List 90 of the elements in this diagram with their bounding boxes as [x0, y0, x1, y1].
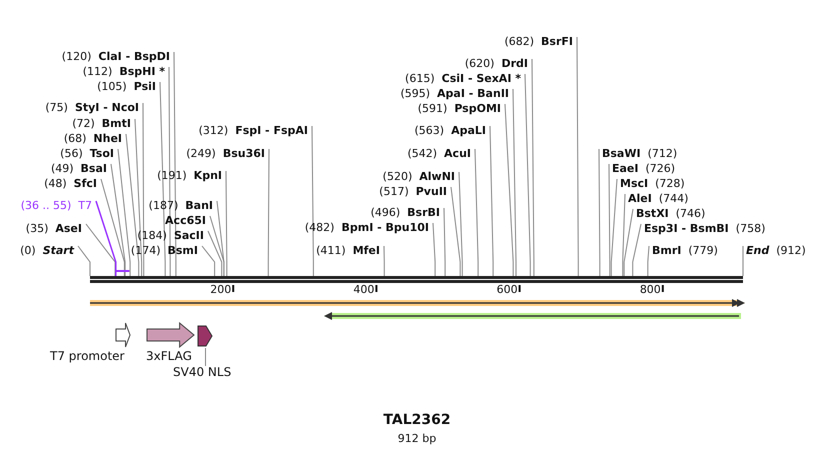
- restriction-site-label: (482) BpmI - Bpu10I: [304, 221, 429, 234]
- leader-line: [118, 148, 131, 276]
- tick-label: 600: [496, 283, 518, 296]
- leader-line: [576, 36, 579, 276]
- leader-line: [226, 170, 228, 276]
- restriction-site-label: (620) DrdI: [464, 57, 528, 70]
- restriction-site-label: (68) NheI: [64, 132, 122, 145]
- leader-line: [312, 126, 314, 276]
- leader-line: [608, 164, 610, 276]
- restriction-site-label: (105) PsiI: [97, 80, 156, 93]
- restriction-site-label: Acc65I: [165, 214, 206, 227]
- leader-line: [205, 348, 206, 366]
- leader-line: [432, 222, 436, 276]
- restriction-site-label: (49) BsaI: [50, 162, 107, 175]
- restriction-site-label: (411) MfeI: [316, 244, 380, 257]
- leader-line: [490, 126, 494, 276]
- leader-line: [474, 148, 479, 276]
- leader-line: [268, 148, 270, 276]
- leader-line: [100, 178, 125, 276]
- caption: 912 bp: [398, 432, 436, 445]
- leader-line: [384, 246, 385, 276]
- title: TAL2362: [383, 414, 451, 427]
- leader-line: [208, 230, 222, 276]
- leader-line: [610, 178, 618, 276]
- leader-line: [110, 164, 126, 276]
- leader-line: [168, 66, 171, 276]
- restriction-site-label: (187) BanI: [148, 199, 213, 212]
- restriction-site-label: (249) Bsu36I: [186, 147, 265, 160]
- sequence-end-label: (0) Start: [20, 244, 74, 257]
- tick-label: 800: [640, 283, 661, 296]
- restriction-site-label: BmrI (779): [652, 244, 718, 257]
- leader-line: [458, 172, 463, 276]
- feature-label: SV40 NLS: [173, 366, 232, 379]
- restriction-site-label: (595) ApaI - BanII: [400, 87, 509, 100]
- feature-annotation: T7 promoter: [48, 322, 132, 366]
- leader-line: [512, 88, 516, 276]
- restriction-site-label: (48) SfcI: [44, 177, 97, 190]
- leader-line: [624, 208, 634, 276]
- restriction-site-label: (120) ClaI - BspDI: [62, 50, 170, 63]
- sequence-feature: [197, 324, 214, 348]
- sequence-feature: [88, 298, 747, 308]
- restriction-site-label: (35) AseI: [26, 222, 82, 235]
- restriction-site-label: (174) BsmI: [130, 244, 198, 257]
- restriction-site-label: (56) TsoI: [60, 147, 114, 160]
- dna-backbone: [90, 276, 743, 283]
- restriction-site-label: (184) SacII: [137, 229, 204, 242]
- leader-line: [142, 102, 144, 276]
- restriction-site-label: (615) CsiI - SexAI *: [405, 72, 521, 85]
- leader-line: [532, 58, 534, 276]
- leader-line: [216, 200, 224, 276]
- restriction-site-label: (75) StyI - NcoI: [45, 101, 139, 114]
- leader-line: [78, 246, 90, 276]
- restriction-site-label: Esp3I - BsmBI (758): [644, 222, 766, 235]
- feature-label: (36 .. 55) T7: [20, 199, 92, 212]
- restriction-site-label: (682) BsrFI: [504, 35, 573, 48]
- restriction-site-label: AleI (744): [628, 192, 688, 205]
- restriction-site-label: BstXI (746): [636, 207, 706, 220]
- restriction-site-label: (72) BmtI: [72, 117, 131, 130]
- restriction-site-label: (563) ApaLI: [414, 124, 486, 137]
- restriction-site-label: (542) AcuI: [407, 147, 471, 160]
- restriction-site-label: (312) FspI - FspAI: [198, 124, 308, 137]
- sequence-end-label: End (912): [746, 244, 806, 257]
- leader-line: [598, 148, 600, 276]
- leader-line: [126, 134, 140, 276]
- leader-line: [450, 186, 461, 276]
- leader-line: [524, 74, 531, 276]
- restriction-site-label: (112) BspHI *: [82, 65, 165, 78]
- leader-line: [134, 118, 142, 276]
- leader-line: [160, 82, 166, 276]
- leader-line: [647, 246, 650, 276]
- restriction-site-label: MscI (728): [620, 177, 685, 190]
- restriction-site-label: (496) BsrBI: [370, 206, 440, 219]
- tick-label: 200: [210, 283, 232, 296]
- restriction-site-label: (591) PspOMI: [418, 102, 501, 115]
- tick-label: 400: [353, 283, 374, 296]
- sequence-feature: [323, 311, 743, 321]
- leader-line: [86, 224, 116, 276]
- leader-line: [742, 246, 744, 276]
- restriction-site-label: (520) AlwNI: [382, 170, 455, 183]
- restriction-site-label: BsaWI (712): [602, 147, 678, 160]
- leader-line: [504, 104, 514, 276]
- restriction-site-label: EaeI (726): [612, 162, 676, 175]
- leader-line: [444, 208, 446, 276]
- restriction-site-label: (517) PvuII: [379, 185, 447, 198]
- leader-line: [202, 246, 216, 276]
- restriction-site-label: (191) KpnI: [157, 169, 222, 182]
- leader-line: [622, 194, 626, 276]
- leader-line: [632, 224, 642, 276]
- leader-line: [174, 52, 176, 276]
- leader-line: [95, 200, 117, 276]
